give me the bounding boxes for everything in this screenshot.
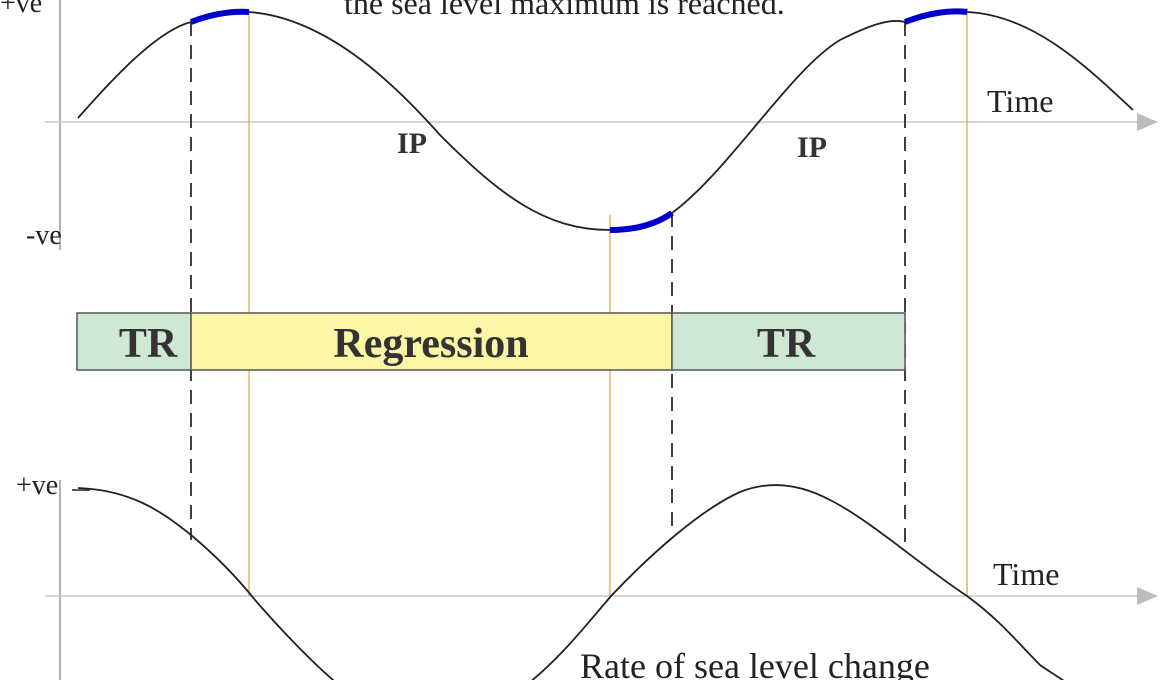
ip-label: IP xyxy=(797,131,827,164)
ip-label: IP xyxy=(397,127,427,160)
phase-label-tr-right: TR xyxy=(757,321,816,367)
phase-segment-tr-right xyxy=(671,312,906,371)
phase-segment-tr-left xyxy=(76,312,192,371)
phase-label-tr-left: TR xyxy=(119,321,178,367)
bottom-caption: Rate of sea level change xyxy=(580,646,930,680)
top-caption: the sea level maximum is reached. xyxy=(344,0,785,21)
top-neg-label: -ve xyxy=(26,220,62,251)
bottom-time-label: Time xyxy=(993,556,1059,592)
highstand-highlight xyxy=(189,8,250,25)
sea-level-curve xyxy=(77,10,1134,231)
highstand-highlight xyxy=(903,8,968,25)
phase-label-regression: Regression xyxy=(333,321,528,367)
lowstand-highlight xyxy=(609,210,674,233)
top-pos-label: +ve xyxy=(0,0,42,19)
rate-curve xyxy=(77,484,1065,680)
top-time-label: Time xyxy=(987,83,1053,119)
phase-segment-regression xyxy=(190,312,673,371)
bottom-pos-label: +ve xyxy=(16,470,58,501)
